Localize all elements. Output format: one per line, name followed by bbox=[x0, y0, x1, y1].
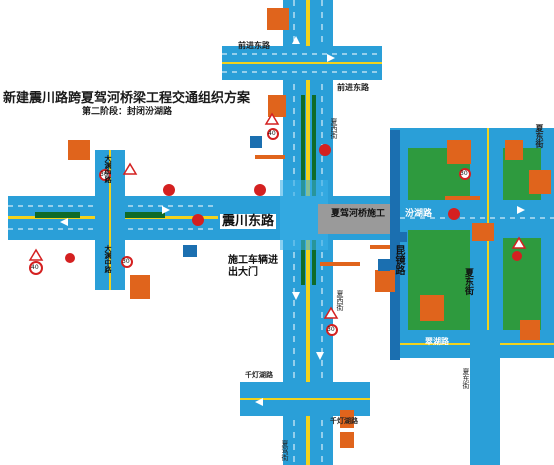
direction-sign bbox=[395, 232, 407, 242]
road-label-qiandeng-left: 千灯湖路 bbox=[245, 371, 273, 379]
warning-board bbox=[130, 275, 150, 299]
barricade bbox=[445, 196, 480, 200]
barricade bbox=[320, 262, 360, 266]
speed-sign-text: 40 bbox=[31, 264, 39, 271]
speed-limit-sign bbox=[326, 324, 338, 336]
road-label-cuihu: 翠湖路 bbox=[425, 337, 449, 346]
speed-sign-text: 30 bbox=[327, 326, 335, 333]
direction-sign bbox=[183, 245, 197, 257]
prohibition-sign bbox=[192, 214, 204, 226]
warning-triangle bbox=[264, 112, 280, 125]
road-label-dayuan-bottom: 大渊中路 bbox=[104, 245, 112, 273]
warning-board bbox=[447, 140, 471, 164]
barricade bbox=[255, 155, 285, 159]
road-label-fenhu: 汾湖路 bbox=[405, 209, 433, 219]
speed-sign-text: 40 bbox=[268, 130, 276, 137]
road-label-xiadong-bottom: 夏东街 bbox=[462, 368, 470, 389]
prohibition-sign bbox=[254, 184, 266, 196]
road-label-dayuan-top: 大渊中路 bbox=[104, 155, 112, 183]
warning-board bbox=[340, 432, 354, 448]
speed-sign-text: 30 bbox=[460, 170, 468, 177]
speed-limit-sign bbox=[267, 128, 279, 140]
speed-limit-sign bbox=[29, 261, 43, 275]
lane-arrows bbox=[60, 36, 525, 406]
road-label-kunhu: 昆镜路 bbox=[393, 245, 404, 275]
road-label-qianjin-top: 前进东路 bbox=[238, 41, 270, 50]
prohibition-sign bbox=[448, 208, 460, 220]
warning-triangle bbox=[122, 162, 138, 175]
road-label-qiandeng-right: 千灯湖路 bbox=[330, 417, 358, 425]
closed-zone bbox=[318, 204, 393, 234]
speed-sign-text: 30 bbox=[122, 258, 130, 265]
road-label-qianjin-bottom: 前进东路 bbox=[337, 83, 369, 92]
warning-board bbox=[520, 320, 540, 340]
warning-triangle bbox=[511, 236, 527, 249]
speed-limit-sign bbox=[121, 256, 133, 268]
warning-board bbox=[340, 410, 354, 428]
warning-board bbox=[268, 95, 286, 117]
warning-board bbox=[68, 140, 90, 160]
warning-triangle bbox=[323, 306, 339, 319]
warning-board bbox=[529, 170, 551, 194]
prohibition-sign bbox=[163, 184, 175, 196]
road-label-xiadong-top: 夏东街 bbox=[535, 124, 544, 148]
construction-gate-note: 施工车辆进出大门 bbox=[228, 255, 278, 278]
speed-sign-text: 30 bbox=[100, 171, 108, 178]
page-title: 新建震川路跨夏驾河桥梁工程交通组织方案 bbox=[3, 91, 251, 106]
speed-limit-sign bbox=[99, 169, 111, 181]
bridge-work-note: 夏驾河桥施工 bbox=[331, 209, 386, 219]
prohibition-sign bbox=[512, 251, 522, 261]
barricade bbox=[370, 245, 390, 249]
direction-sign bbox=[378, 259, 390, 271]
road-label-xiaxi-top: 夏西街 bbox=[330, 118, 338, 139]
speed-limit-sign bbox=[459, 168, 471, 180]
road-label-zhenchuan: 震川东路 bbox=[220, 214, 277, 229]
road-label-xiajia-bottom: 夏驾街 bbox=[281, 440, 289, 461]
sign-group bbox=[28, 8, 551, 448]
warning-board bbox=[267, 8, 289, 30]
road-label-xiaxi-bottom: 夏西街 bbox=[336, 290, 344, 311]
page-subtitle: 第二阶段：封闭汾湖路 bbox=[82, 107, 173, 117]
warning-board bbox=[505, 140, 523, 160]
warning-triangle bbox=[28, 248, 44, 261]
river-strip bbox=[390, 130, 400, 360]
prohibition-sign bbox=[319, 144, 331, 156]
road-label-xiadong-mid: 夏东街 bbox=[463, 268, 473, 295]
prohibition-sign bbox=[65, 253, 75, 263]
warning-board bbox=[472, 223, 494, 241]
warning-board bbox=[375, 270, 395, 292]
qianjin-road bbox=[222, 46, 382, 80]
warning-board bbox=[420, 295, 444, 321]
direction-sign bbox=[250, 136, 262, 148]
